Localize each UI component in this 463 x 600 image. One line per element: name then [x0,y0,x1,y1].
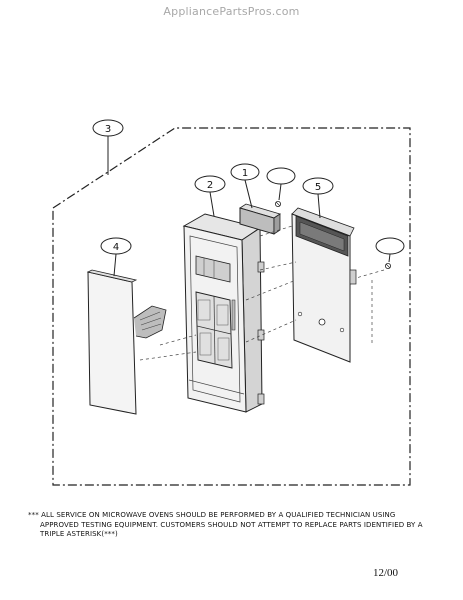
assembly-guide-lines [139,225,385,361]
leader-1 [244,179,253,209]
date-code: 12/00 [373,567,399,579]
callout-1[interactable]: 1 [230,163,260,181]
screw-right [384,262,391,269]
callout-4[interactable]: 4 [100,237,132,255]
screw-upper [274,200,281,207]
svg-text:3: 3 [105,124,111,135]
leader-5 [317,193,321,219]
note-line-2: APPROVED TESTING EQUIPMENT. CUSTOMERS SH… [40,520,423,529]
leader-4 [113,253,117,277]
svg-text:1: 1 [242,168,248,179]
part-2-control-panel-frame [182,213,265,413]
leader-screw-right [388,253,391,263]
part-4-membrane-panel [86,269,167,415]
note-line-1: *** ALL SERVICE ON MICROWAVE OVENS SHOUL… [28,511,396,519]
watermark: AppliancePartsPros.com [163,5,300,18]
service-warning-note: *** ALL SERVICE ON MICROWAVE OVENS SHOUL… [28,511,456,540]
leader-screw-upper [278,183,282,201]
svg-text:2: 2 [207,180,213,191]
svg-text:5: 5 [315,182,321,193]
part-1-display-window [239,203,281,235]
callout-blank-upper[interactable] [266,167,296,185]
callout-2[interactable]: 2 [194,175,226,193]
svg-text:4: 4 [113,242,119,253]
note-line-3: TRIPLE ASTERISK(***) [40,530,118,538]
callout-5[interactable]: 5 [302,177,334,195]
assembly-boundary [52,127,411,486]
part-5-control-board [291,207,357,363]
callout-3[interactable]: 3 [92,119,124,137]
leader-2 [209,191,215,217]
callout-blank-right[interactable] [375,237,405,255]
